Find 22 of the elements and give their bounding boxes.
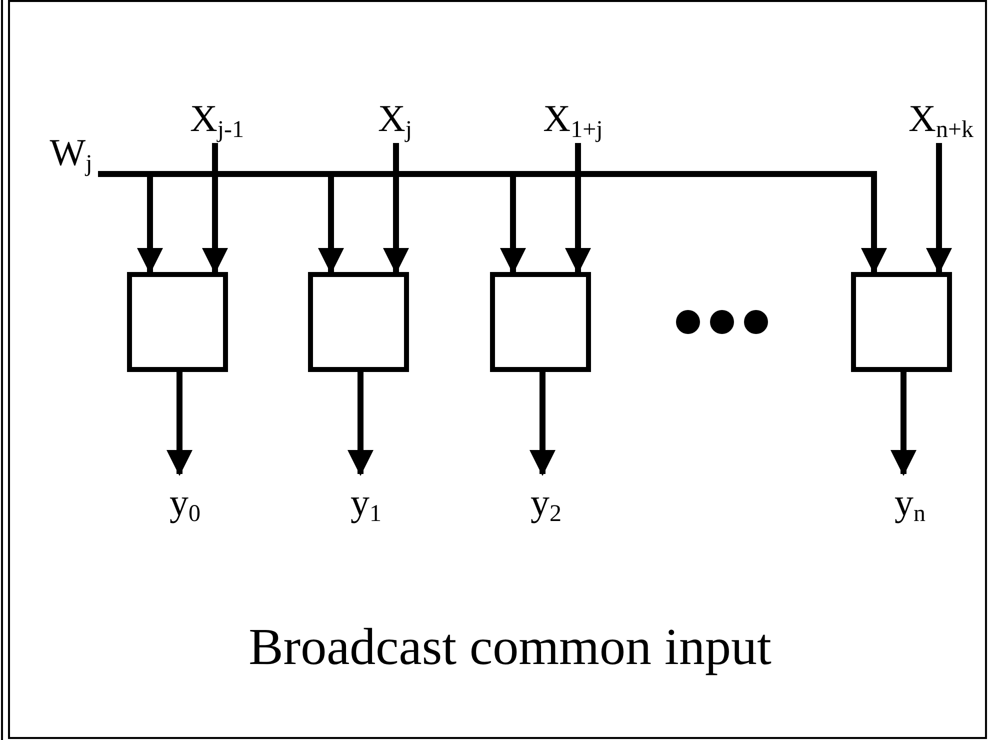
signal-label: X$_{n+k}$	[896, 95, 986, 143]
signal-label: X$_{j-1}$	[172, 95, 262, 143]
processing-box	[851, 272, 952, 372]
arrow	[383, 143, 409, 274]
signal-label: W$_{j}$	[44, 128, 98, 178]
arrow	[202, 143, 228, 274]
arrow	[348, 372, 374, 476]
signal-label: y$_{1}$	[336, 478, 396, 528]
signal-label: y$_{n}$	[880, 478, 940, 528]
arrow	[530, 372, 556, 476]
signal-label: X$_{1+j}$	[528, 95, 618, 143]
caption: Broadcast common input	[248, 618, 772, 678]
signal-label: y$_{2}$	[516, 478, 576, 528]
processing-box	[308, 272, 409, 372]
arrow	[166, 372, 192, 476]
processing-box	[490, 272, 591, 372]
processing-box	[127, 272, 228, 372]
signal-label: X$_{j}$	[370, 95, 420, 143]
arrow	[926, 143, 952, 274]
signal-label: y$_{0}$	[155, 478, 215, 528]
arrow	[565, 143, 591, 274]
arrow	[890, 372, 916, 476]
